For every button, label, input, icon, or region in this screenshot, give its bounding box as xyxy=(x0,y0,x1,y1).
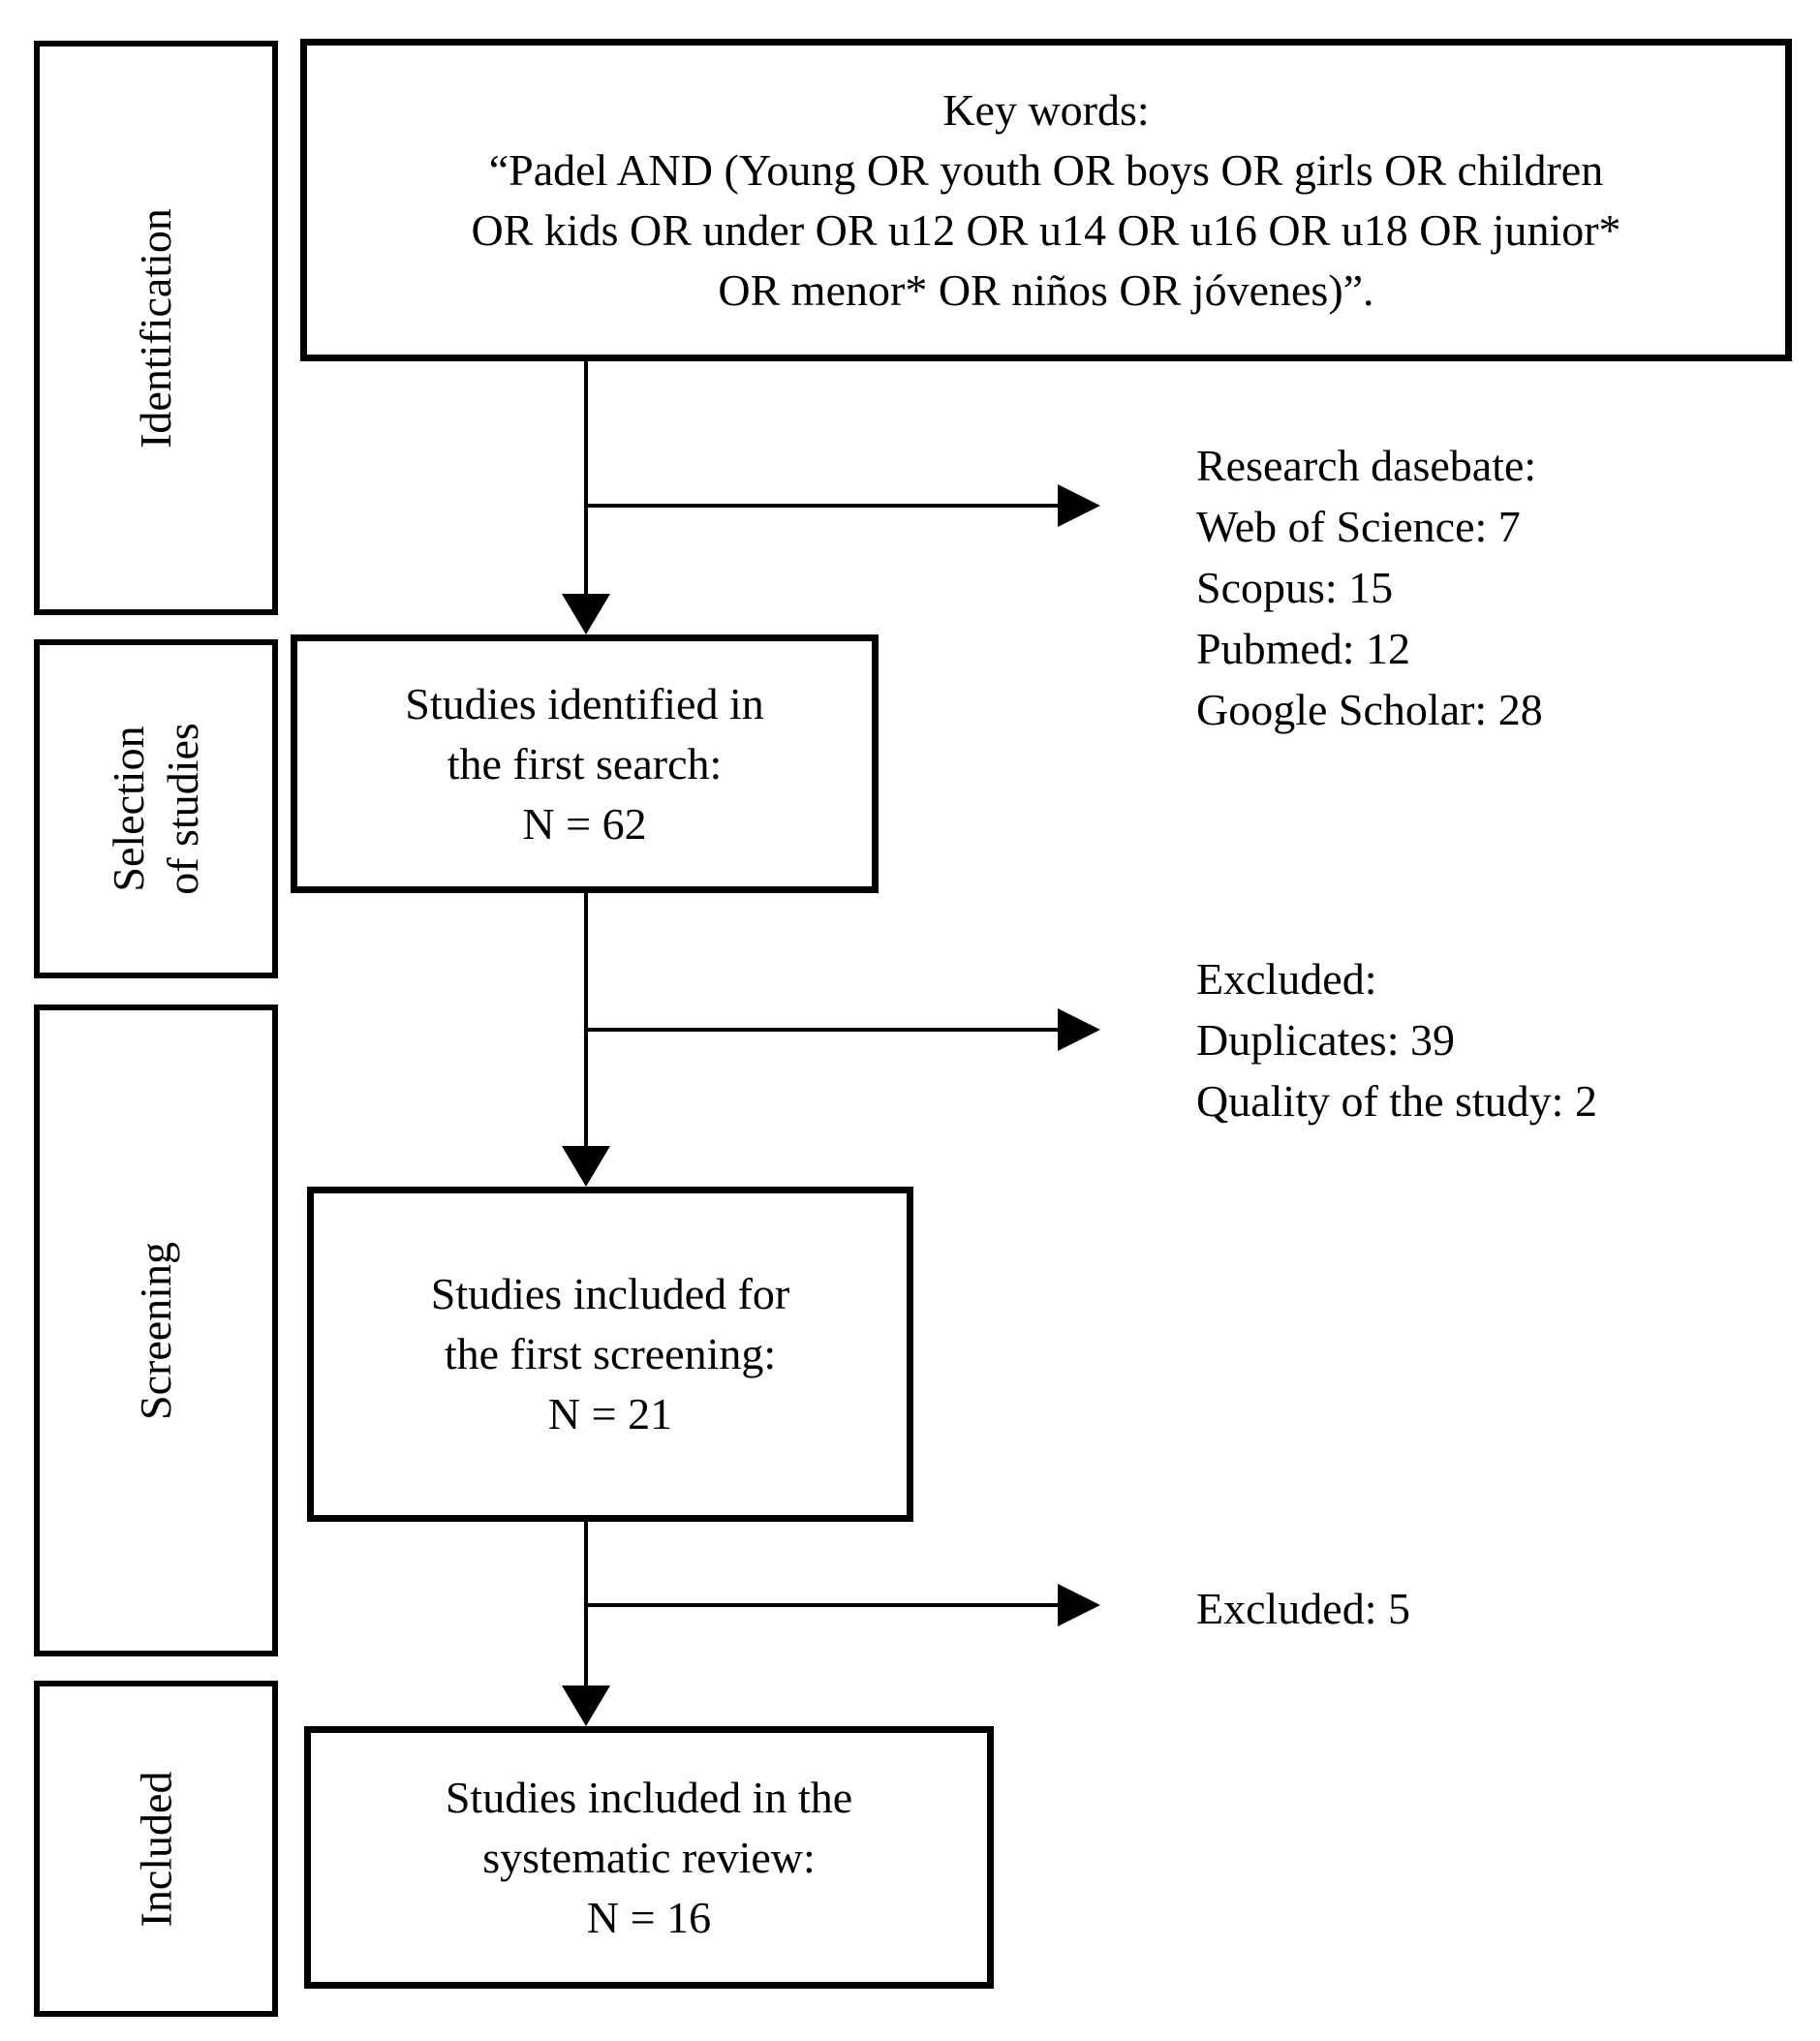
first-screening-text: Studies included for the first screening… xyxy=(430,1269,790,1438)
note-excluded-screening-line: Quality of the study: 2 xyxy=(1196,1076,1597,1126)
arrowhead-right-icon xyxy=(1058,1584,1100,1626)
note-databases-line: Google Scholar: 28 xyxy=(1196,685,1543,734)
arrowhead-right-icon xyxy=(1058,484,1100,527)
note-excluded-final-line: Excluded: 5 xyxy=(1196,1584,1410,1633)
arrowhead-down-icon xyxy=(562,1146,610,1187)
arrowhead-down-icon xyxy=(562,594,610,634)
first-search-text: Studies identified in the first search: … xyxy=(405,678,764,849)
note-databases: Research dasebate: Web of Science: 7 Sco… xyxy=(1196,435,1543,740)
note-excluded-final: Excluded: 5 xyxy=(1196,1578,1410,1639)
keywords-title: Key words: xyxy=(942,84,1150,135)
branch-to-excluded-screening xyxy=(586,1028,1058,1032)
stage-label-identification: Identification xyxy=(131,207,181,448)
stage-box-selection-of-studies: Selection of studies xyxy=(34,639,278,978)
connector-first-search-to-screening xyxy=(584,893,588,1151)
keywords-query: “Padel AND (Young OR youth OR boys OR gi… xyxy=(471,144,1621,315)
systematic-review-box: Studies included in the systematic revie… xyxy=(304,1726,994,1989)
stage-label-included: Included xyxy=(131,1771,180,1927)
note-excluded-screening: Excluded: Duplicates: 39 Quality of the … xyxy=(1196,948,1597,1131)
stage-box-included: Included xyxy=(34,1681,278,2017)
systematic-review-text: Studies included in the systematic revie… xyxy=(445,1772,853,1942)
note-databases-line: Scopus: 15 xyxy=(1196,563,1394,612)
first-search-box: Studies identified in the first search: … xyxy=(291,634,879,893)
stage-label-screening: Screening xyxy=(131,1241,180,1420)
arrowhead-right-icon xyxy=(1058,1008,1100,1051)
branch-to-databases xyxy=(586,504,1058,508)
note-databases-line: Pubmed: 12 xyxy=(1196,624,1411,673)
connector-keywords-to-first-search xyxy=(584,361,588,599)
keywords-box: Key words: “Padel AND (Young OR youth OR… xyxy=(300,39,1792,361)
branch-to-excluded-final xyxy=(586,1603,1058,1607)
stage-label-selection-of-studies: Selection of studies xyxy=(103,723,207,895)
stage-box-screening: Screening xyxy=(34,1005,278,1656)
stage-box-identification: Identification xyxy=(34,41,278,615)
note-excluded-screening-line: Excluded: xyxy=(1196,954,1377,1004)
note-excluded-screening-line: Duplicates: 39 xyxy=(1196,1015,1455,1065)
note-databases-line: Research dasebate: xyxy=(1196,441,1537,490)
arrowhead-down-icon xyxy=(562,1685,610,1726)
note-databases-line: Web of Science: 7 xyxy=(1196,502,1521,551)
first-screening-box: Studies included for the first screening… xyxy=(307,1187,913,1522)
